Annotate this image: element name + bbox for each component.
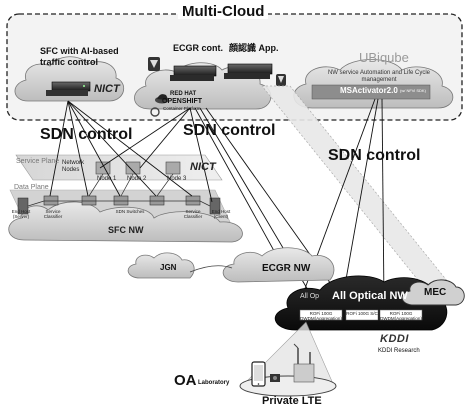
ecgr-server-icon (170, 65, 217, 81)
end-host-server-label: End Host (Server) (11, 209, 31, 220)
multi-cloud-title: Multi-Cloud (178, 4, 269, 19)
sfc-ai-label: SFC with AI-based traffic control (40, 46, 119, 67)
sdn-switches-label: SDN Switches (115, 209, 145, 214)
optical-box3-label: ROFi 100G DWDM(Aggregation) (380, 311, 422, 322)
nict-logo-sfc: NICT (190, 161, 216, 173)
sfc-ai-server-icon (46, 81, 91, 96)
ecgr-nw-cloud (222, 247, 335, 283)
openshift-icon (150, 107, 160, 117)
jgn-cloud (127, 252, 195, 279)
sdn-control-label-middle: SDN control (183, 122, 276, 139)
kddi-research-label: KDDI Research (378, 348, 420, 354)
jgn-label: JGN (160, 263, 177, 272)
optical-device-icon (299, 309, 423, 321)
all-op-label: All Op (300, 293, 320, 300)
mec-cloud (401, 279, 465, 306)
service-plane-label: Service Plane (16, 158, 60, 165)
base-station-icon (293, 343, 315, 383)
service-classifier-right-label: Service Classifier (183, 209, 203, 220)
sfc-nw-cloud (8, 201, 243, 243)
msactivator-bar (311, 84, 431, 100)
sdn-switch-icon (43, 195, 201, 206)
face-recognition-app-label: 顔認識 App. (229, 43, 279, 53)
mec-label: MEC (424, 287, 447, 298)
oa-laboratory-label: Laboratory (198, 380, 230, 386)
node2-label: Node 2 (127, 176, 147, 182)
end-host-client-label: End Host (Client) (211, 209, 231, 220)
msactivator-label: MSActivator2.0 (340, 86, 398, 95)
university-crest-icon (276, 74, 286, 86)
node1-label: Node 1 (97, 176, 117, 182)
camera-icon (270, 374, 280, 382)
private-lte-label: Private LTE (262, 395, 322, 407)
ubiqube-logo: UBiqube (359, 50, 409, 65)
sfc-nw-label: SFC NW (108, 225, 144, 235)
oa-logo: OA (174, 372, 197, 389)
kddi-logo: KDDI (380, 333, 409, 345)
university-crest-icon (148, 57, 160, 71)
node3-label: Node 3 (167, 176, 187, 182)
dotted-channel (261, 85, 449, 291)
msactivator-sub: (w/ NFVi SDK) (400, 88, 426, 93)
sdn-control-label-right: SDN control (328, 147, 421, 164)
service-classifier-left-label: Service Classifier (43, 209, 63, 220)
data-plane-label: Data Plane (14, 184, 49, 191)
ecgr-nw-label: ECGR NW (262, 263, 311, 274)
plane-links (88, 173, 174, 197)
optical-box2-label: ROFi 100G S/C (346, 311, 378, 316)
openshift-label: OPENSHIFT (162, 98, 203, 105)
ubiqube-description: NW service Automation and Life Cycle man… (327, 70, 431, 83)
data-flow-line (27, 200, 211, 207)
container-platform-label: Container Platform (163, 106, 201, 111)
service-node-icon (95, 161, 181, 175)
jgn-ecgr-link (189, 265, 233, 273)
nict-logo: NICT (94, 83, 120, 95)
ecgr-cont-label: ECGR cont. (173, 43, 224, 53)
optical-box1-label: ROFi 100G DWDM(Aggregation) (300, 311, 342, 322)
redhat-logo-icon (155, 94, 169, 104)
smartphone-icon (251, 361, 266, 387)
sdn-control-label-left: SDN control (40, 126, 133, 143)
app-server-icon (224, 63, 273, 79)
network-nodes-label: Network Nodes (62, 160, 85, 173)
redhat-label: RED HAT (170, 91, 197, 97)
sfc-ai-cloud (14, 56, 124, 102)
all-optical-nw-label: All Optical NW (332, 290, 408, 302)
